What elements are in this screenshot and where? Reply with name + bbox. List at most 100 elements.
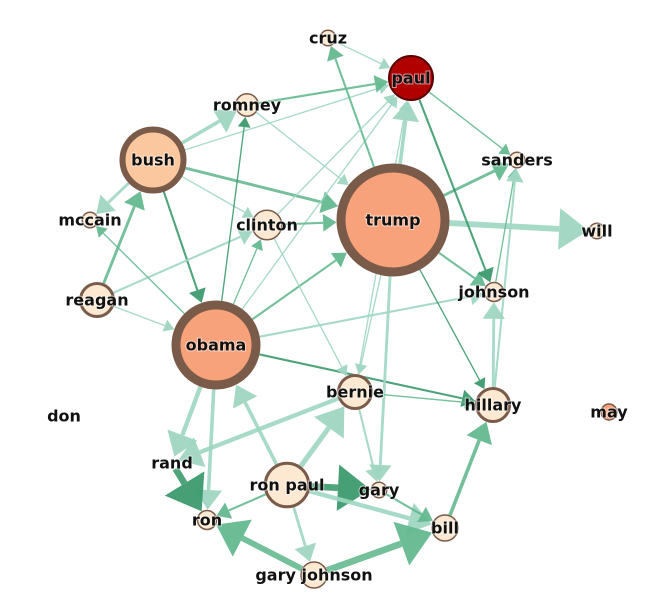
edge-line — [206, 389, 216, 491]
edge-cruz-paul — [335, 41, 391, 70]
node-label-trump: trump — [365, 211, 420, 230]
edge-gary_johnson-ron — [216, 519, 304, 572]
node-may[interactable] — [600, 403, 618, 421]
edge-line — [277, 101, 389, 215]
edge-hillary-johnson — [482, 302, 505, 388]
node-label-ron-paul: ron paul — [250, 476, 325, 495]
edge-arrowhead — [232, 384, 258, 409]
node-label-reagan: reagan — [65, 291, 128, 310]
edge-arrowhead — [378, 57, 391, 70]
node-bill[interactable] — [431, 514, 459, 542]
node-label-rand: rand — [151, 454, 193, 473]
edge-line — [334, 58, 375, 168]
edge-line — [448, 439, 481, 516]
node-label-gary: gary — [359, 481, 400, 500]
edge-line — [221, 126, 245, 301]
node-mccain[interactable] — [81, 211, 99, 229]
edge-arrowhead — [383, 94, 395, 107]
node-label-cruz: cruz — [309, 29, 347, 48]
edge-line — [443, 169, 496, 197]
edge-line — [310, 482, 339, 492]
edge-clinton-paul — [277, 94, 395, 215]
node-label-bernie: bernie — [326, 383, 384, 402]
node-sanders[interactable] — [508, 151, 526, 169]
edge-clinton-bernie — [273, 238, 348, 377]
edge-line — [438, 251, 476, 280]
node-clinton[interactable] — [251, 209, 283, 241]
node-cruz[interactable] — [319, 29, 337, 47]
edge-rand-ron — [164, 467, 205, 512]
edge-romney-paul — [258, 75, 389, 105]
edge-obama-clinton — [232, 239, 263, 305]
node-ron[interactable] — [196, 509, 218, 531]
edge-line — [241, 104, 392, 310]
edge-line — [162, 191, 199, 291]
node-obama[interactable] — [171, 300, 261, 390]
node-will[interactable] — [588, 222, 606, 240]
edge-line — [198, 396, 340, 455]
edge-line — [256, 111, 342, 180]
node-label-ron: ron — [192, 511, 222, 530]
edge-arrowhead — [96, 225, 108, 238]
edge-line — [172, 467, 188, 486]
edge-arrowhead — [469, 271, 486, 287]
edge-line — [259, 295, 471, 338]
edge-arrowhead — [330, 252, 347, 268]
node-gary-johnson[interactable] — [300, 561, 328, 589]
edge-gary_johnson-bill — [325, 521, 433, 574]
edge-trump-johnson — [438, 251, 486, 287]
edge-arrowhead — [314, 406, 345, 439]
node-romney[interactable] — [235, 93, 259, 117]
node-label-may: may — [590, 403, 628, 422]
edge-line — [180, 385, 203, 436]
node-johnson[interactable] — [483, 281, 505, 303]
edge-reagan-obama — [113, 305, 175, 332]
edge-arrowhead — [417, 506, 434, 523]
node-gary[interactable] — [370, 481, 388, 499]
edge-paul-johnson — [418, 99, 494, 283]
edge-ron_paul-bill — [308, 489, 432, 534]
edge-line — [113, 305, 166, 327]
edge-ron_paul-bernie — [298, 406, 345, 468]
edge-arrowhead — [319, 191, 339, 214]
node-label-don: don — [47, 407, 81, 426]
node-label-johnson: johnson — [457, 283, 529, 302]
edge-line — [358, 409, 375, 469]
edge-arrowhead — [123, 191, 145, 211]
edge-trump-bernie — [354, 275, 382, 375]
edge-obama-trump — [251, 252, 347, 321]
node-bush[interactable] — [119, 126, 187, 194]
edge-ron_paul-ron — [216, 493, 267, 519]
edge-ron_paul-obama — [232, 384, 279, 466]
node-paul[interactable] — [388, 55, 434, 101]
edge-arrowhead — [164, 471, 205, 512]
edge-line — [243, 401, 279, 466]
edge-line — [335, 41, 382, 65]
node-label-clinton: clinton — [236, 216, 298, 235]
edge-line — [292, 506, 307, 547]
edge-arrowhead — [327, 46, 344, 62]
edge-line — [240, 535, 304, 572]
node-ron-paul[interactable] — [263, 461, 311, 509]
edge-line — [495, 178, 515, 283]
node-label-mccain: mccain — [58, 211, 121, 230]
edge-line — [273, 238, 343, 368]
node-reagan[interactable] — [79, 282, 115, 318]
edge-line — [298, 426, 331, 468]
edge-arrowhead — [477, 266, 494, 283]
edge-line — [372, 393, 465, 404]
edge-arrowhead — [251, 239, 263, 252]
edge-line — [491, 318, 496, 388]
edge-arrowhead — [167, 429, 198, 457]
node-hillary[interactable] — [475, 387, 511, 423]
edge-obama-mccain — [96, 225, 185, 315]
edge-bush-obama — [162, 191, 206, 303]
node-bernie[interactable] — [337, 374, 373, 410]
edge-arrowhead — [466, 421, 492, 446]
node-trump[interactable] — [336, 163, 450, 277]
edge-line — [102, 205, 136, 284]
edge-arrowhead — [178, 437, 206, 468]
